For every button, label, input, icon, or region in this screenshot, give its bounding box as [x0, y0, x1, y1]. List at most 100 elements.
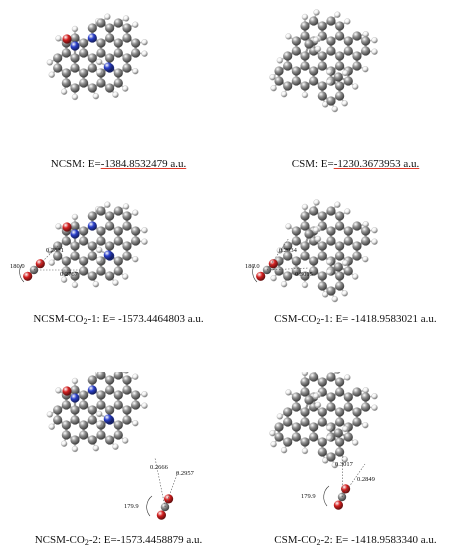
oxygen-atom: [62, 386, 72, 396]
carbon-atom: [70, 271, 80, 281]
carbon-atom: [317, 437, 327, 447]
carbon-atom: [131, 48, 141, 58]
carbon-atom: [105, 271, 115, 281]
carbon-atom: [79, 390, 89, 400]
interaction-line: [341, 463, 366, 498]
carbon-atom: [87, 63, 97, 73]
hydrogen-atom: [341, 290, 348, 297]
carbon-atom: [333, 428, 343, 438]
caption-subscript: 2: [84, 538, 89, 547]
carbon-atom: [326, 402, 336, 412]
hydrogen-atom: [55, 387, 62, 394]
hydrogen-atom: [352, 273, 359, 280]
carbon-atom: [304, 229, 314, 239]
carbon-atom: [343, 236, 353, 246]
carbon-atom: [343, 266, 353, 276]
angle-arc: [19, 263, 25, 283]
atoms: [46, 372, 148, 453]
carbon-atom: [335, 241, 345, 251]
carbon-atom: [70, 385, 80, 395]
distance-label: 0.2934: [279, 247, 298, 254]
carbon-atom: [352, 251, 362, 261]
hydrogen-atom: [141, 402, 148, 409]
carbon-atom: [79, 236, 89, 246]
nitrogen-atom: [87, 33, 97, 43]
carbon-atom: [96, 48, 106, 58]
carbon-atom: [326, 392, 336, 402]
caption-eq: -2: E=: [320, 534, 352, 546]
hydrogen-atom: [71, 213, 79, 221]
hydrogen-atom: [270, 441, 277, 448]
angle-arc: [146, 495, 153, 517]
carbon-atom: [122, 211, 132, 221]
hydrogen-atom: [326, 68, 333, 76]
carbon-atom: [274, 66, 284, 76]
carbon-atom: [300, 437, 310, 447]
carbon-atom: [61, 256, 71, 266]
carbon-atom: [105, 83, 115, 93]
carbon-atom: [113, 400, 123, 410]
carbon-atom: [105, 53, 115, 63]
oxygen-atom: [341, 484, 351, 494]
carbon-atom: [300, 251, 310, 261]
hydrogen-atom: [96, 420, 103, 428]
carbon-atom: [304, 39, 314, 49]
carbon-atom: [61, 266, 71, 276]
carbon-atom: [283, 251, 293, 261]
hydrogen-atom: [96, 410, 103, 418]
hydrogen-atom: [96, 256, 103, 264]
carbon-atom: [87, 241, 97, 251]
atoms: [46, 13, 148, 101]
atoms: [46, 201, 148, 289]
carbon-atom: [87, 83, 97, 93]
distance-label: 0.2631: [46, 247, 64, 254]
hydrogen-atom: [112, 279, 119, 287]
hydrogen-atom: [334, 201, 341, 208]
hydrogen-atom: [301, 447, 309, 455]
caption-subscript: 2: [83, 317, 88, 326]
carbon-atom: [61, 78, 71, 88]
hydrogen-atom: [132, 373, 139, 380]
caption-subscript: 2: [316, 538, 321, 547]
carbon-atom: [131, 236, 141, 246]
carbon-atom: [309, 256, 319, 266]
carbon-atom: [70, 83, 80, 93]
carbon-atom: [333, 262, 343, 272]
distance-label: 0.2666: [150, 464, 169, 471]
carbon-atom: [61, 48, 71, 58]
carbon-atom: [113, 390, 123, 400]
carbon-atom: [79, 256, 89, 266]
carbon-atom: [87, 435, 97, 445]
carbon-atom: [70, 33, 80, 43]
carbon-atom: [105, 241, 115, 251]
hydrogen-atom: [92, 281, 100, 288]
distance-label: 0.3017: [335, 461, 354, 468]
carbon-atom: [61, 430, 71, 440]
hydrogen-atom: [48, 423, 55, 431]
hydrogen-atom: [71, 25, 79, 33]
hydrogen-atom: [60, 88, 68, 95]
hydrogen-atom: [342, 69, 349, 77]
carbon-atom: [291, 422, 301, 432]
carbon-atom: [317, 91, 327, 101]
carbon-atom: [122, 385, 132, 395]
carbon-atom: [96, 206, 106, 216]
carbon-atom: [300, 51, 310, 61]
carbon-atom: [309, 372, 319, 382]
carbon-atom: [335, 407, 345, 417]
carbon-atom: [300, 21, 310, 31]
caption-energy: -1573.4464803 a.u.: [118, 313, 204, 325]
carbon-atom: [70, 63, 80, 73]
carbon-atom: [283, 241, 293, 251]
interaction-line: [154, 457, 166, 508]
carbon-atom: [283, 417, 293, 427]
carbon-atom: [53, 63, 63, 73]
hydrogen-atom: [314, 45, 322, 53]
hydrogen-atom: [141, 391, 148, 398]
csm-co2-2-caption: CSM-CO2-2: E= -1418.9583340 a.u.: [237, 534, 474, 547]
carbon-atom: [53, 405, 63, 415]
